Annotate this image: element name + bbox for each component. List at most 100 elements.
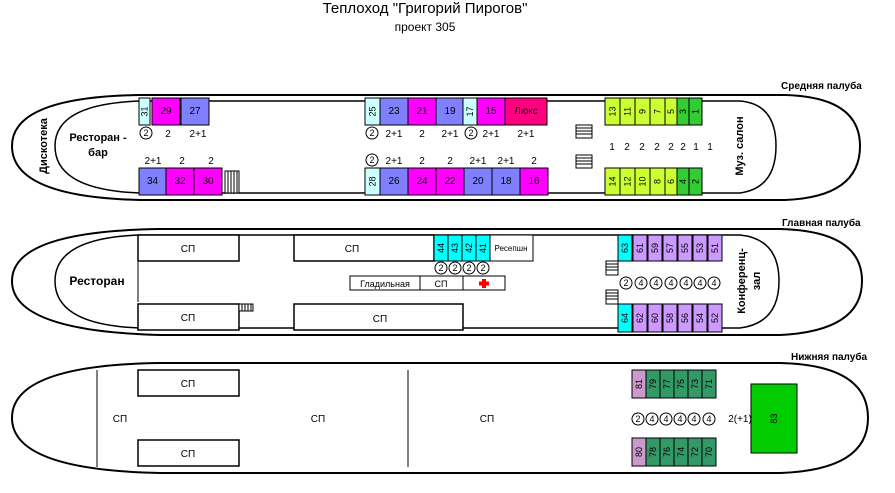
- main-sp-room-1: СП: [137, 234, 240, 262]
- cabin-43[interactable]: 43: [447, 234, 463, 262]
- cabin-57[interactable]: 57: [662, 234, 678, 262]
- svg-text:4: 4: [663, 414, 668, 424]
- svg-text:2: 2: [468, 128, 473, 138]
- cabin-4[interactable]: 4: [676, 167, 690, 196]
- cabin-5[interactable]: 5: [664, 97, 678, 126]
- cabin-24[interactable]: 24: [407, 167, 437, 196]
- cabin-30[interactable]: 30: [193, 167, 223, 196]
- svg-text:9: 9: [638, 109, 648, 114]
- cabin-52[interactable]: 52: [707, 303, 723, 333]
- capacity-label: 2: [668, 142, 674, 153]
- cabin-25[interactable]: 25: [364, 97, 381, 126]
- cabin-2[interactable]: 2: [688, 167, 703, 196]
- cabin-72[interactable]: 72: [687, 437, 703, 467]
- cabin-75[interactable]: 75: [673, 369, 689, 399]
- svg-text:20: 20: [472, 176, 484, 187]
- cabin-58[interactable]: 58: [662, 303, 678, 333]
- cabin-31[interactable]: 31: [138, 97, 151, 126]
- cabin-73[interactable]: 73: [687, 369, 703, 399]
- cabin-22[interactable]: 22: [435, 167, 465, 196]
- capacity-label: 1: [707, 142, 713, 153]
- cabin-53[interactable]: 53: [692, 234, 708, 262]
- cabin-51[interactable]: 51: [707, 234, 723, 262]
- cabin-14[interactable]: 14: [604, 167, 621, 196]
- capacity-circle: 4: [664, 276, 678, 290]
- cabin-59[interactable]: 59: [647, 234, 663, 262]
- cabin-20[interactable]: 20: [463, 167, 493, 196]
- main-aft-label-2: зал: [751, 272, 763, 290]
- page-title: Теплоход "Григорий Пирогов": [322, 0, 528, 17]
- cabin-61[interactable]: 61: [632, 234, 648, 262]
- cabin-23[interactable]: 23: [379, 97, 409, 126]
- cabin-15[interactable]: 15: [476, 97, 506, 126]
- capacity-circle: 2: [631, 412, 645, 426]
- cabin-6[interactable]: 6: [664, 167, 678, 196]
- main-sp-room-3: СП: [293, 234, 435, 262]
- cabin-79[interactable]: 79: [645, 369, 661, 399]
- cabin-1[interactable]: 1: [688, 97, 703, 126]
- cabin-44[interactable]: 44: [433, 234, 449, 262]
- cabin-8[interactable]: 8: [649, 167, 666, 196]
- svg-text:23: 23: [388, 106, 400, 117]
- suite-capacity-label: 2(+1): [728, 414, 752, 425]
- cabin-19[interactable]: 19: [435, 97, 465, 126]
- cabin-29[interactable]: 29: [151, 97, 181, 126]
- cabin-56[interactable]: 56: [677, 303, 693, 333]
- cabin-55[interactable]: 55: [677, 234, 693, 262]
- cabin-83[interactable]: 83: [750, 383, 798, 454]
- cabin-10[interactable]: 10: [634, 167, 651, 196]
- svg-text:79: 79: [648, 379, 658, 389]
- cabin-42[interactable]: 42: [461, 234, 477, 262]
- cabin-16[interactable]: 16: [519, 167, 549, 196]
- svg-text:Гладильная: Гладильная: [360, 279, 410, 289]
- svg-text:4: 4: [683, 278, 688, 288]
- svg-text:60: 60: [650, 313, 660, 323]
- svg-text:18: 18: [500, 176, 512, 187]
- svg-text:14: 14: [608, 176, 618, 186]
- main-restaurant-label: Ресторан: [69, 274, 124, 288]
- cabin-80[interactable]: 80: [631, 437, 647, 467]
- cabin-9[interactable]: 9: [634, 97, 651, 126]
- cabin-41[interactable]: 41: [475, 234, 491, 262]
- cabin-70[interactable]: 70: [701, 437, 717, 467]
- svg-text:54: 54: [695, 313, 705, 323]
- cabin-77[interactable]: 77: [659, 369, 675, 399]
- cabin-13[interactable]: 13: [604, 97, 621, 126]
- cabin-71[interactable]: 71: [701, 369, 717, 399]
- middle-fwd-label: Дискотека: [38, 117, 50, 174]
- cabin-17[interactable]: 17: [462, 97, 478, 126]
- cabin-62[interactable]: 62: [632, 303, 648, 333]
- cabin-63[interactable]: 63: [617, 234, 633, 262]
- svg-text:4: 4: [668, 278, 673, 288]
- cabin-81[interactable]: 81: [631, 369, 647, 399]
- cabin-7[interactable]: 7: [649, 97, 666, 126]
- svg-text:27: 27: [189, 106, 201, 117]
- svg-text:СП: СП: [181, 379, 195, 390]
- capacity-circle: 2: [365, 126, 379, 140]
- cabin-28[interactable]: 28: [364, 167, 381, 196]
- cabin-78[interactable]: 78: [645, 437, 661, 467]
- cabin-3[interactable]: 3: [676, 97, 690, 126]
- cabin-64[interactable]: 64: [617, 303, 633, 333]
- cabin-11[interactable]: 11: [619, 97, 636, 126]
- cabin-27[interactable]: 27: [180, 97, 210, 126]
- cabin-26[interactable]: 26: [379, 167, 409, 196]
- main-sp-small: СП: [419, 275, 464, 291]
- cabin-54[interactable]: 54: [692, 303, 708, 333]
- cabin-76[interactable]: 76: [659, 437, 675, 467]
- cabin-18[interactable]: 18: [491, 167, 521, 196]
- main-sp-room-4: СП: [293, 303, 464, 331]
- lower-sp-room-2: СП: [137, 439, 240, 467]
- cabin-60[interactable]: 60: [647, 303, 663, 333]
- cabin-74[interactable]: 74: [673, 437, 689, 467]
- cabin-34[interactable]: 34: [138, 167, 167, 196]
- cabin-32[interactable]: 32: [165, 167, 195, 196]
- capacity-label: 2: [624, 142, 630, 153]
- cabin-21[interactable]: 21: [407, 97, 437, 126]
- svg-text:17: 17: [465, 106, 475, 116]
- svg-text:4: 4: [697, 278, 702, 288]
- cabin-12[interactable]: 12: [619, 167, 636, 196]
- main-stairs-aft-bottom: [605, 289, 619, 305]
- cabin-Люкс[interactable]: Люкс: [504, 97, 548, 126]
